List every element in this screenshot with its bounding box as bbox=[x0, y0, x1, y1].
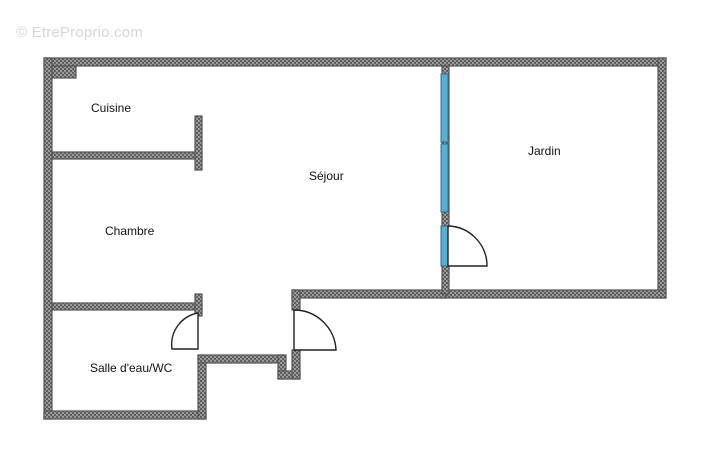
door-garden bbox=[447, 225, 488, 267]
wall-entry-bottom bbox=[197, 354, 285, 364]
window-upper bbox=[440, 73, 449, 143]
wall-entry-notch-right bbox=[291, 349, 301, 380]
room-label-living: Séjour bbox=[309, 169, 344, 183]
wall-kitchen-corner bbox=[51, 65, 77, 79]
wall-living-step bbox=[291, 289, 301, 311]
wall-living-bottom bbox=[291, 289, 447, 299]
wall-bottom-left bbox=[43, 410, 207, 420]
door-bathroom bbox=[170, 312, 199, 350]
wall-left bbox=[43, 57, 53, 420]
wall-kitchen-bedroom bbox=[51, 151, 203, 160]
door-entrance bbox=[293, 309, 337, 351]
wall-kitchen-stub bbox=[194, 115, 203, 171]
wall-bedroom-bath bbox=[51, 302, 203, 311]
windows bbox=[440, 73, 449, 267]
window-lower bbox=[440, 225, 449, 267]
room-label-bedroom: Chambre bbox=[105, 224, 155, 238]
room-label-garden: Jardin bbox=[528, 144, 561, 158]
wall-top bbox=[43, 57, 667, 67]
room-labels: Cuisine Séjour Jardin Chambre Salle d'ea… bbox=[90, 101, 561, 375]
wall-right bbox=[657, 57, 667, 299]
wall-bath-right bbox=[197, 354, 207, 420]
doors bbox=[170, 225, 488, 351]
wall-garden-bottom bbox=[441, 289, 667, 299]
watermark-text: © EtreProprio.com bbox=[16, 24, 143, 41]
room-label-kitchen: Cuisine bbox=[91, 101, 131, 115]
window-middle bbox=[440, 143, 449, 213]
room-label-bathroom: Salle d'eau/WC bbox=[90, 361, 173, 375]
walls bbox=[43, 57, 667, 420]
